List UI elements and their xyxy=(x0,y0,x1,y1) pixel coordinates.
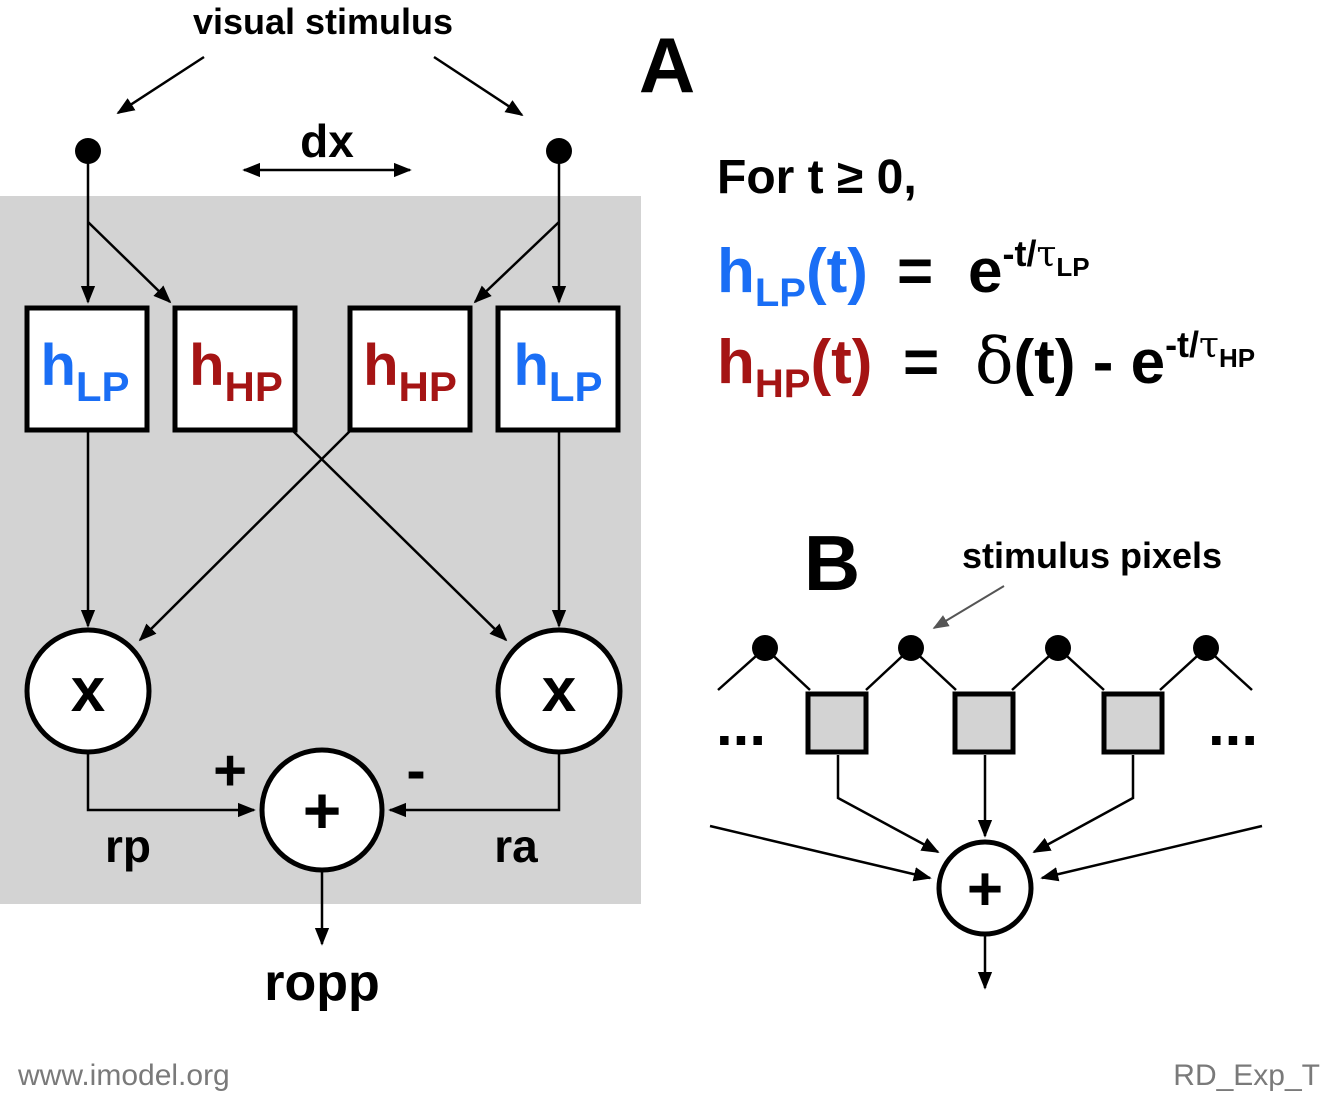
plus-sign: + xyxy=(213,738,247,803)
filter-lp-left-base: h xyxy=(40,333,75,398)
condition-post: 0, xyxy=(863,151,916,204)
equations: For t ≥ 0, hLP(t)=e-t/τLP hHP(t)=δ(t) - … xyxy=(717,151,1255,406)
filter-box-hp-right xyxy=(347,305,473,433)
filter-hp-left-sub: HP xyxy=(225,363,283,410)
incoming-arrow-right xyxy=(1040,824,1263,882)
emd-unit-3 xyxy=(1101,691,1165,755)
left-to-hp-arrow xyxy=(87,221,172,304)
condition-line: For t ≥ 0, xyxy=(717,151,917,204)
lp-eq-h: h xyxy=(717,237,755,306)
summation-node xyxy=(259,747,385,873)
hp-eq-tau-sub: HP xyxy=(1219,343,1255,373)
stimulus-arrow-right xyxy=(433,55,524,117)
hp-eq-equals: = xyxy=(903,328,939,397)
figure-id: RD_Exp_T xyxy=(1173,1059,1320,1092)
ellipsis-left: ... xyxy=(716,691,766,758)
pixel-dot-2 xyxy=(898,635,924,661)
panel-a: visual stimulus A dx hLP hHP hHP hLP x x xyxy=(0,1,695,1012)
filter-hp-right-sub: HP xyxy=(399,363,457,410)
ra-arrow xyxy=(388,752,561,818)
hp-eq-arg: (t) xyxy=(810,328,872,397)
pixel-dot-3 xyxy=(1045,635,1071,661)
stimulus-pixels-pointer xyxy=(932,585,1005,629)
right-to-hp-arrow xyxy=(473,221,560,304)
rp-label: rp xyxy=(105,820,151,872)
incoming-arrow-left xyxy=(709,824,932,882)
rp-arrow xyxy=(86,752,256,818)
panel-b-label: B xyxy=(804,519,860,607)
condition-pre: For t xyxy=(717,151,837,204)
summation-symbol: + xyxy=(303,773,342,847)
hp-eq-sub: HP xyxy=(755,362,811,406)
hp-equation: hHP(t)=δ(t) - e-t/τHP xyxy=(717,324,1255,406)
hp-right-cross-arrow xyxy=(138,429,352,642)
filter-lp-right-sub: LP xyxy=(549,363,603,410)
panel-b-summation-symbol: + xyxy=(967,855,1003,924)
ropp-label: ropp xyxy=(264,954,380,1012)
lp-eq-exp: -t/ xyxy=(1002,233,1036,274)
filter-hp-right-label: hHP xyxy=(363,333,457,410)
panel-b-summation-node xyxy=(936,839,1034,937)
multiplier-right-symbol: x xyxy=(542,656,577,725)
filter-lp-left-sub: LP xyxy=(76,363,130,410)
filter-box-lp-left xyxy=(24,305,150,433)
ellipsis-right: ... xyxy=(1208,691,1258,758)
stimulus-pixels-label: stimulus pixels xyxy=(962,535,1222,576)
multiplier-left-symbol: x xyxy=(71,656,106,725)
filter-lp-right-label: hLP xyxy=(513,333,602,410)
emd-unit-1 xyxy=(805,691,869,755)
filter-box-hp-left xyxy=(172,305,298,433)
lp-eq-tau: τ xyxy=(1036,234,1056,275)
condition-rel: ≥ xyxy=(837,151,863,204)
stimulus-arrow-left xyxy=(116,55,205,115)
visual-stimulus-label: visual stimulus xyxy=(193,1,453,42)
lp-eq-equals: = xyxy=(897,237,933,306)
emd-unit-2 xyxy=(952,691,1016,755)
filter-lp-right-base: h xyxy=(513,333,548,398)
lp-eq-e: e xyxy=(968,237,1002,306)
ra-label: ra xyxy=(494,820,538,872)
hp-eq-exp: -t/ xyxy=(1165,324,1199,365)
website-credit: www.imodel.org xyxy=(17,1059,230,1092)
pixel-dot-4 xyxy=(1193,635,1219,661)
unit-1-arrow xyxy=(836,755,940,854)
dx-label: dx xyxy=(300,115,354,167)
lp-eq-sub: LP xyxy=(755,271,806,315)
hp-left-cross-arrow xyxy=(291,429,508,642)
lp-eq-arg: (t) xyxy=(806,237,868,306)
lp-eq-tau-sub: LP xyxy=(1056,252,1089,282)
pixel-dot-1 xyxy=(752,635,778,661)
receptor-right xyxy=(546,138,572,164)
panel-b: B stimulus pixels ... ... + xyxy=(709,519,1263,990)
filter-hp-left-label: hHP xyxy=(189,333,283,410)
hp-eq-delta-arg: (t) - e xyxy=(1014,328,1166,397)
lp-equation: hLP(t)=e-t/τLP xyxy=(717,233,1090,315)
hp-eq-delta: δ xyxy=(975,325,1014,399)
filter-hp-right-base: h xyxy=(363,333,398,398)
filter-hp-left-base: h xyxy=(189,333,224,398)
receptor-left xyxy=(75,138,101,164)
filter-lp-left-label: hLP xyxy=(40,333,129,410)
unit-3-arrow xyxy=(1032,755,1135,854)
minus-sign: - xyxy=(406,738,425,803)
panel-a-label: A xyxy=(639,21,695,109)
filter-box-lp-right xyxy=(495,305,621,433)
hp-eq-h: h xyxy=(717,328,755,397)
hp-eq-tau: τ xyxy=(1199,325,1219,366)
